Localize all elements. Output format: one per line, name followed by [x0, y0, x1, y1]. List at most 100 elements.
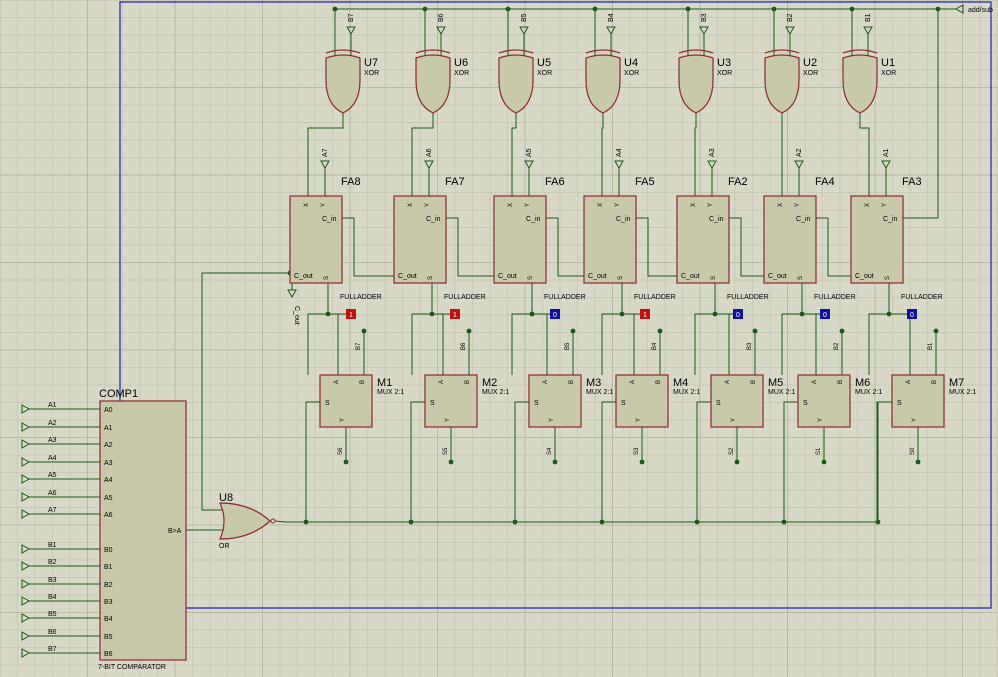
wire [903, 9, 939, 219]
xor-gate-body[interactable] [678, 54, 714, 114]
comp-b-terminal[interactable] [21, 561, 31, 571]
pin-label: C_out [768, 273, 787, 280]
xor-gate-type: XOR [881, 70, 896, 77]
comp-b-terminal[interactable] [21, 544, 31, 554]
comp-b-terminal[interactable] [21, 596, 31, 606]
mux-body[interactable] [615, 374, 669, 428]
pin-label: B [569, 380, 575, 384]
logic-probe[interactable] [640, 309, 650, 319]
comp-b-pin: B4 [104, 616, 113, 623]
pin-label: X [408, 203, 414, 207]
comp-b-terminal[interactable] [21, 579, 31, 589]
full-adder-body[interactable] [289, 195, 343, 284]
comp-b-terminal-label: B3 [48, 577, 57, 584]
xor-gate-name: U7 [364, 57, 378, 69]
pin-label: S [618, 276, 624, 280]
fa-a-input-label: A3 [709, 148, 716, 157]
comp-a-terminal[interactable] [21, 492, 31, 502]
comp-a-terminal[interactable] [21, 422, 31, 432]
xor-gate-arc [325, 49, 361, 54]
logic-probe-value: 1 [349, 312, 353, 319]
mux-output-label: S2 [729, 447, 735, 455]
full-adder-name: FA2 [728, 176, 748, 188]
comparator-body[interactable] [99, 400, 187, 661]
wire [285, 401, 892, 523]
fa-a-input-label: A1 [883, 148, 890, 157]
pin-label: Y [549, 418, 555, 422]
junction-dot [752, 328, 758, 334]
mux-name: M2 [482, 377, 497, 389]
fa-a-input-terminal [881, 160, 891, 170]
xor-input-terminal [785, 26, 795, 36]
pin-label: C_in [616, 216, 631, 223]
pin-label: B [656, 380, 662, 384]
pin-label: C_in [526, 216, 541, 223]
comp-b-terminal[interactable] [21, 631, 31, 641]
or-gate-body[interactable] [219, 502, 271, 540]
pin-label: Y [795, 203, 801, 207]
full-adder-body[interactable] [493, 195, 547, 284]
pin-label: B [932, 380, 938, 384]
xor-gate-body[interactable] [585, 54, 621, 114]
wire [696, 401, 711, 522]
logic-probe-value: 0 [910, 312, 914, 319]
xor-gate-body[interactable] [415, 54, 451, 114]
pin-label: Y [636, 418, 642, 422]
xor-gate-type: XOR [364, 70, 379, 77]
mux-b-input-label: B6 [461, 342, 467, 350]
mux-body[interactable] [891, 374, 945, 428]
pin-label: C_out [398, 273, 417, 280]
pin-label: X [778, 203, 784, 207]
mux-b-input-label: B1 [928, 342, 934, 350]
full-adder-body[interactable] [763, 195, 817, 284]
logic-probe[interactable] [820, 309, 830, 319]
comp-a-terminal[interactable] [21, 457, 31, 467]
xor-gate-body[interactable] [842, 54, 878, 114]
comp-b-terminal-label: B7 [48, 646, 57, 653]
xor-gate-type: XOR [624, 70, 639, 77]
full-adder-body[interactable] [850, 195, 904, 284]
comp-a-terminal[interactable] [21, 474, 31, 484]
mux-body[interactable] [319, 374, 373, 428]
xor-gate-name: U2 [803, 57, 817, 69]
comp-a-pin: A0 [104, 407, 113, 414]
logic-probe[interactable] [733, 309, 743, 319]
logic-probe[interactable] [907, 309, 917, 319]
mux-name: M7 [949, 377, 964, 389]
wire [307, 113, 344, 196]
mux-body[interactable] [797, 374, 851, 428]
comp-b-terminal[interactable] [21, 648, 31, 658]
pin-label: Y [882, 203, 888, 207]
wire [601, 113, 604, 196]
wires [29, 1, 992, 654]
junction-dot [839, 328, 845, 334]
addsub-terminal[interactable] [954, 4, 964, 14]
full-adder-body[interactable] [393, 195, 447, 284]
mux-output-label: S0 [910, 447, 916, 455]
logic-probe[interactable] [550, 309, 560, 319]
comp-a-terminal[interactable] [21, 439, 31, 449]
full-adder-body[interactable] [676, 195, 730, 284]
mux-body[interactable] [710, 374, 764, 428]
xor-gate-body[interactable] [498, 54, 534, 114]
mux-body[interactable] [528, 374, 582, 428]
xor-gate-body[interactable] [325, 54, 361, 114]
wire [816, 217, 851, 277]
xor-gate-body[interactable] [764, 54, 800, 114]
wire [511, 113, 517, 196]
pin-label: C_out [681, 273, 700, 280]
mux-type: MUX 2:1 [855, 389, 882, 396]
comp-a-terminal[interactable] [21, 404, 31, 414]
fa-a-input-label: A4 [616, 148, 623, 157]
full-adder-body[interactable] [583, 195, 637, 284]
mux-output-label: S6 [338, 447, 344, 455]
xor-input-label: B7 [348, 13, 355, 22]
logic-probe[interactable] [346, 309, 356, 319]
comp-b-pin: B1 [104, 564, 113, 571]
pin-label: Y [445, 418, 451, 422]
comp-a-terminal[interactable] [21, 509, 31, 519]
comp-b-terminal[interactable] [21, 613, 31, 623]
mux-body[interactable] [424, 374, 478, 428]
logic-probe[interactable] [450, 309, 460, 319]
